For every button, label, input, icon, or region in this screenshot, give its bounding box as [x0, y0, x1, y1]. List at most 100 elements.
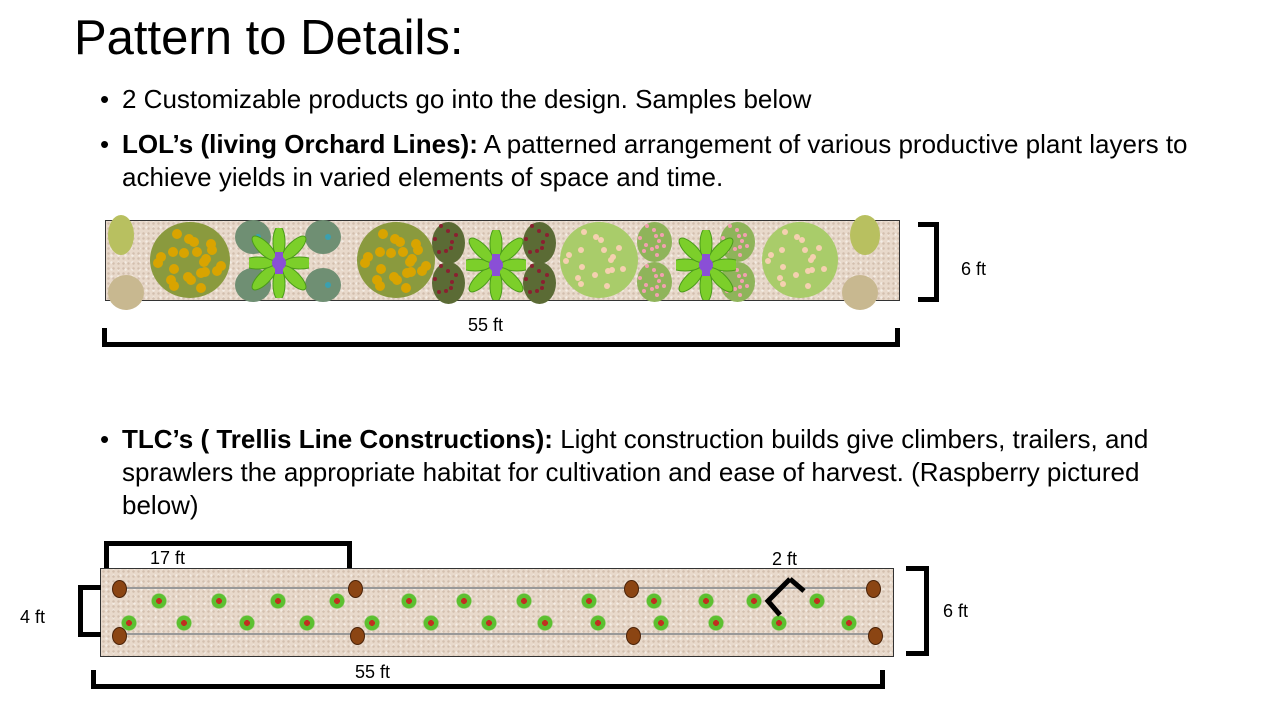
fruit-shrub — [560, 222, 638, 298]
fruit-dot — [732, 247, 737, 252]
fruit-dot — [377, 228, 388, 239]
fruit-dot — [782, 228, 789, 235]
raspberry-plant-icon — [298, 614, 316, 632]
fruit-dot — [540, 286, 545, 290]
fruit-dot — [810, 254, 817, 261]
fruit-dot — [779, 246, 786, 253]
fruit-dot — [453, 233, 458, 238]
fruit-dot — [805, 283, 812, 290]
fruit-dot — [808, 257, 815, 263]
berry-shrub — [432, 262, 465, 304]
fruit-dot — [655, 284, 660, 289]
trellis-post — [866, 580, 881, 598]
berry-shrub — [637, 222, 672, 262]
fruit-dot — [153, 258, 164, 269]
fruit-dot — [385, 248, 396, 259]
fruit-dot — [653, 273, 658, 278]
fruit-dot — [540, 246, 545, 250]
berry-shrub — [523, 222, 556, 264]
fruit-dot — [179, 248, 190, 259]
fruit-dot — [186, 275, 197, 286]
flowering-plant-icon — [466, 230, 526, 300]
fruit-dot — [394, 236, 405, 247]
raspberry-plant-icon — [580, 592, 598, 610]
berry-shrub — [523, 262, 556, 304]
fruit-dot — [169, 281, 180, 292]
fruit-dot — [642, 248, 647, 253]
raspberry-plant-icon — [150, 592, 168, 610]
fruit-dot — [608, 267, 615, 274]
raspberry-plant-icon — [536, 614, 554, 632]
plant-spacing-label: 2 ft — [772, 549, 798, 569]
fruit-dot — [656, 279, 661, 283]
fruit-dot — [530, 224, 535, 229]
fruit-dot — [375, 263, 386, 274]
fruit-dot — [417, 265, 428, 276]
plant-spacing-angle — [764, 577, 806, 617]
raspberry-plant-icon — [363, 614, 381, 632]
fruit-dot — [375, 281, 386, 292]
raspberry-plant-icon — [175, 614, 193, 632]
fruit-dot — [649, 247, 654, 252]
fruit-dot — [652, 228, 657, 233]
raspberry-plant-icon — [808, 592, 826, 610]
trellis-line-bed — [100, 568, 894, 657]
fruit-dot — [527, 290, 532, 295]
fruit-dot — [780, 263, 787, 270]
fruit-dot — [816, 244, 823, 251]
fruit-dot — [655, 292, 660, 297]
fruit-dot — [537, 228, 542, 233]
tlc-length-bracket — [91, 670, 885, 689]
fruit-dot — [449, 286, 454, 290]
fruit-dot — [207, 244, 218, 255]
fruit-dot — [544, 273, 549, 278]
fruit-dot — [392, 275, 403, 286]
fruit-dot — [450, 280, 455, 284]
fruit-dot — [662, 243, 667, 248]
fruit-dot — [779, 281, 786, 288]
fruit-dot — [165, 275, 176, 286]
fruit-dot — [360, 258, 371, 269]
trellis-post — [624, 580, 639, 598]
fruit-dot — [374, 246, 385, 257]
berry-shrub — [637, 262, 672, 302]
fruit-dot — [643, 282, 648, 287]
fruit-dot — [523, 237, 528, 242]
herb-plant — [850, 215, 880, 255]
fruit-dot — [544, 233, 549, 238]
fruit-dot — [597, 236, 604, 243]
fruit-dot — [192, 246, 203, 257]
fruit-dot — [432, 237, 437, 242]
fruit-dot — [638, 276, 643, 281]
fruit-dot — [721, 236, 726, 241]
fruit-dot — [450, 240, 455, 244]
raspberry-plant-icon — [210, 592, 228, 610]
trellis-width-label: 4 ft — [20, 607, 46, 627]
raspberry-plant-icon — [269, 592, 287, 610]
fruit-dot — [642, 288, 647, 293]
bullet-dot: • — [100, 424, 110, 454]
fruit-dot — [745, 283, 750, 288]
raspberry-plant-icon — [515, 592, 533, 610]
fruit-dot — [537, 268, 542, 273]
fruit-dot — [580, 228, 587, 235]
trellis-post — [348, 580, 363, 598]
fruit-shrub — [762, 222, 838, 298]
fruit-dot — [420, 260, 431, 271]
tlc-width-label: 6 ft — [943, 601, 969, 621]
fruit-dot — [449, 246, 454, 250]
post-spacing-bracket — [104, 541, 352, 572]
herb-plant — [108, 215, 134, 255]
fruit-dot — [801, 246, 808, 253]
raspberry-plant-icon — [400, 592, 418, 610]
fruit-dot — [805, 267, 812, 274]
fruit-dot — [655, 252, 660, 257]
raspberry-plant-icon — [328, 592, 346, 610]
fruit-dot — [644, 264, 649, 269]
fruit-dot — [534, 288, 539, 293]
fruit-dot — [660, 272, 665, 277]
tlc-description: Light construction builds give climbers,… — [122, 424, 1149, 520]
fruit-dot — [739, 239, 744, 243]
raspberry-plant-icon — [422, 614, 440, 632]
trellis-width-bracket — [78, 585, 101, 637]
